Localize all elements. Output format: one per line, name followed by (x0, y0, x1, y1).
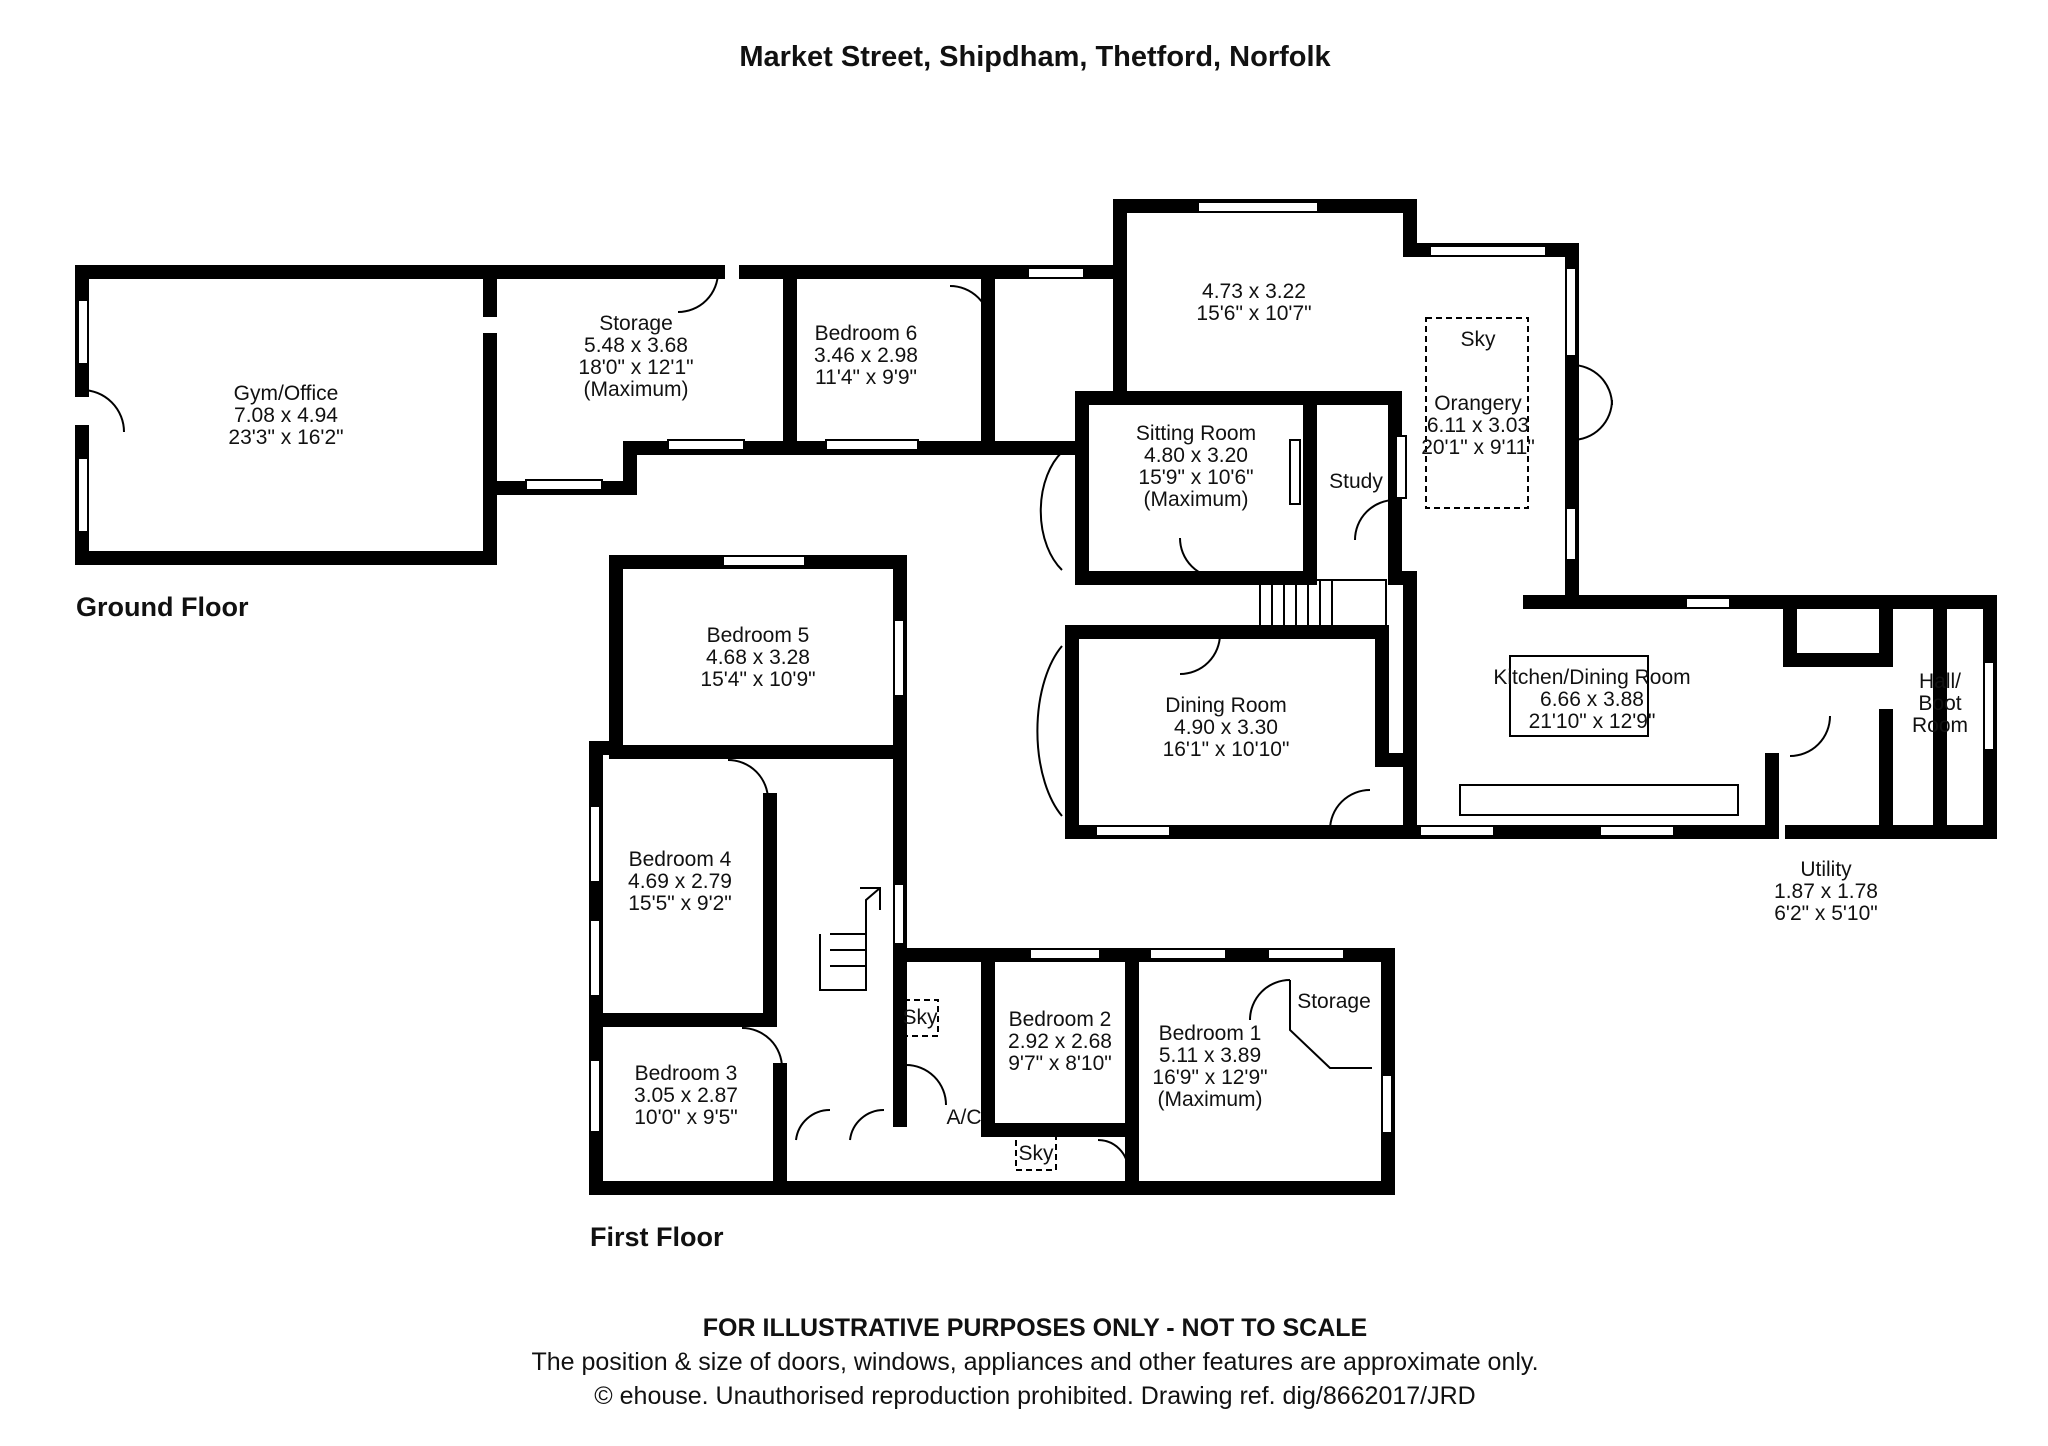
room-bedroom-6: Bedroom 6 3.46 x 2.98 11'4" x 9'9" (814, 322, 918, 389)
svg-text:Bedroom 2: Bedroom 2 (1009, 1008, 1112, 1031)
first-floor-doors (727, 759, 1372, 1171)
room-gym-office: Gym/Office 7.08 x 4.94 23'3" x 16'2" (228, 382, 343, 449)
svg-text:Bedroom 3: Bedroom 3 (635, 1062, 738, 1085)
sitting-bay-window (1039, 451, 1063, 571)
svg-text:10'0" x 9'5": 10'0" x 9'5" (634, 1106, 738, 1129)
svg-text:Study: Study (1329, 470, 1383, 493)
svg-text:23'3" x 16'2": 23'3" x 16'2" (228, 426, 343, 449)
svg-text:7.08 x 4.94: 7.08 x 4.94 (234, 404, 338, 427)
first-floor-label: First Floor (590, 1222, 724, 1252)
bathroom-sky-label: Sky (902, 1006, 938, 1029)
ground-floor-label: Ground Floor (76, 592, 249, 622)
room-bedroom-3: Bedroom 3 3.05 x 2.87 10'0" x 9'5" (634, 1062, 738, 1129)
airing-cupboard-label: A/C (946, 1106, 981, 1129)
room-study: Study (1329, 470, 1383, 493)
svg-text:1.87 x 1.78: 1.87 x 1.78 (1774, 880, 1878, 903)
svg-text:21'10" x 12'9": 21'10" x 12'9" (1529, 710, 1656, 733)
svg-text:(Maximum): (Maximum) (1158, 1088, 1263, 1111)
room-utility: Utility 1.87 x 1.78 6'2" x 5'10" (1774, 858, 1878, 925)
room-storage-first: Storage (1297, 990, 1371, 1013)
svg-text:11'4" x 9'9": 11'4" x 9'9" (815, 366, 917, 389)
svg-text:16'1" x 10'10": 16'1" x 10'10" (1163, 738, 1290, 761)
orangery-skylight (1425, 317, 1529, 509)
svg-text:4.68 x 3.28: 4.68 x 3.28 (706, 646, 810, 669)
svg-text:5.48 x 3.68: 5.48 x 3.68 (584, 334, 688, 357)
room-kitchen-dining: Kitchen/Dining Room 6.66 x 3.88 21'10" x… (1493, 666, 1690, 733)
svg-text:Room: Room (1912, 714, 1968, 737)
svg-text:4.69 x 2.79: 4.69 x 2.79 (628, 870, 732, 893)
first-floor-windows (589, 555, 1393, 1134)
room-hall-boot: Hall/ Boot Room (1912, 670, 1968, 737)
svg-text:4.90 x 3.30: 4.90 x 3.30 (1174, 716, 1278, 739)
first-floor-stairs (819, 887, 881, 991)
room-bedroom-2: Bedroom 2 2.92 x 2.68 9'7" x 8'10" (1008, 1008, 1112, 1075)
svg-text:Kitchen/Dining Room: Kitchen/Dining Room (1493, 666, 1690, 689)
svg-text:4.73 x 3.22: 4.73 x 3.22 (1202, 280, 1306, 303)
svg-text:Hall/: Hall/ (1919, 670, 1961, 693)
svg-text:Dining Room: Dining Room (1165, 694, 1286, 717)
ground-floor-stairs (1259, 579, 1387, 637)
svg-text:3.46 x 2.98: 3.46 x 2.98 (814, 344, 918, 367)
room-bedroom-1: Bedroom 1 5.11 x 3.89 16'9" x 12'9" (Max… (1152, 1022, 1267, 1111)
svg-text:Bedroom 6: Bedroom 6 (815, 322, 918, 345)
svg-text:Gym/Office: Gym/Office (234, 382, 339, 405)
svg-text:15'9" x 10'6": 15'9" x 10'6" (1138, 466, 1253, 489)
room-storage-ground: Storage 5.48 x 3.68 18'0" x 12'1" (Maxim… (578, 312, 693, 401)
svg-text:16'9" x 12'9": 16'9" x 12'9" (1152, 1066, 1267, 1089)
bathroom-skylight (903, 999, 939, 1037)
svg-text:6.11 x 3.03: 6.11 x 3.03 (1427, 414, 1529, 437)
svg-text:Bedroom 1: Bedroom 1 (1159, 1022, 1262, 1045)
kitchen-worktop (1459, 784, 1739, 816)
disclaimer-line-2: The position & size of doors, windows, a… (531, 1348, 1538, 1376)
disclaimer-heading: FOR ILLUSTRATIVE PURPOSES ONLY - NOT TO … (703, 1314, 1367, 1342)
svg-text:15'4" x 10'9": 15'4" x 10'9" (700, 668, 815, 691)
svg-text:(Maximum): (Maximum) (584, 378, 689, 401)
room-unnamed-upper: 4.73 x 3.22 15'6" x 10'7" (1196, 280, 1311, 325)
svg-text:15'5" x 9'2": 15'5" x 9'2" (628, 892, 732, 915)
svg-text:Boot: Boot (1918, 692, 1961, 715)
landing-sky-label: Sky (1018, 1142, 1054, 1165)
landing-skylight (1015, 1133, 1057, 1171)
room-bedroom-4: Bedroom 4 4.69 x 2.79 15'5" x 9'2" (628, 848, 732, 915)
svg-text:6'2" x 5'10": 6'2" x 5'10" (1774, 902, 1878, 925)
svg-text:3.05 x 2.87: 3.05 x 2.87 (634, 1084, 738, 1107)
svg-text:Utility: Utility (1800, 858, 1852, 881)
dining-bay-window (1036, 645, 1063, 817)
svg-text:Storage: Storage (599, 312, 673, 335)
svg-text:Sky: Sky (1460, 328, 1496, 351)
ground-floor-doors (81, 271, 1831, 831)
kitchen-island (1509, 655, 1649, 737)
svg-text:Bedroom 5: Bedroom 5 (707, 624, 810, 647)
svg-text:20'1" x 9'11": 20'1" x 9'11" (1421, 436, 1535, 459)
room-bedroom-5: Bedroom 5 4.68 x 3.28 15'4" x 10'9" (700, 624, 815, 691)
svg-text:2.92 x 2.68: 2.92 x 2.68 (1008, 1030, 1112, 1053)
svg-text:4.80 x 3.20: 4.80 x 3.20 (1144, 444, 1248, 467)
svg-text:5.11 x 3.89: 5.11 x 3.89 (1159, 1044, 1261, 1067)
ground-floor-windows (77, 201, 1995, 837)
disclaimer-line-3: © ehouse. Unauthorised reproduction proh… (594, 1382, 1475, 1410)
room-sitting: Sitting Room 4.80 x 3.20 15'9" x 10'6" (… (1136, 422, 1256, 511)
svg-text:9'7" x 8'10": 9'7" x 8'10" (1008, 1052, 1112, 1075)
svg-text:Orangery: Orangery (1434, 392, 1522, 415)
svg-text:6.66 x 3.88: 6.66 x 3.88 (1540, 688, 1644, 711)
room-dining: Dining Room 4.90 x 3.30 16'1" x 10'10" (1163, 694, 1290, 761)
svg-text:(Maximum): (Maximum) (1144, 488, 1249, 511)
plan-title: Market Street, Shipdham, Thetford, Norfo… (739, 41, 1331, 73)
svg-text:Sitting Room: Sitting Room (1136, 422, 1256, 445)
room-orangery: Sky Orangery 6.11 x 3.03 20'1" x 9'11" (1421, 328, 1535, 459)
svg-text:18'0" x 12'1": 18'0" x 12'1" (578, 356, 693, 379)
svg-text:Bedroom 4: Bedroom 4 (629, 848, 732, 871)
ground-floor-walls (75, 199, 1997, 839)
svg-text:15'6" x 10'7": 15'6" x 10'7" (1196, 302, 1311, 325)
